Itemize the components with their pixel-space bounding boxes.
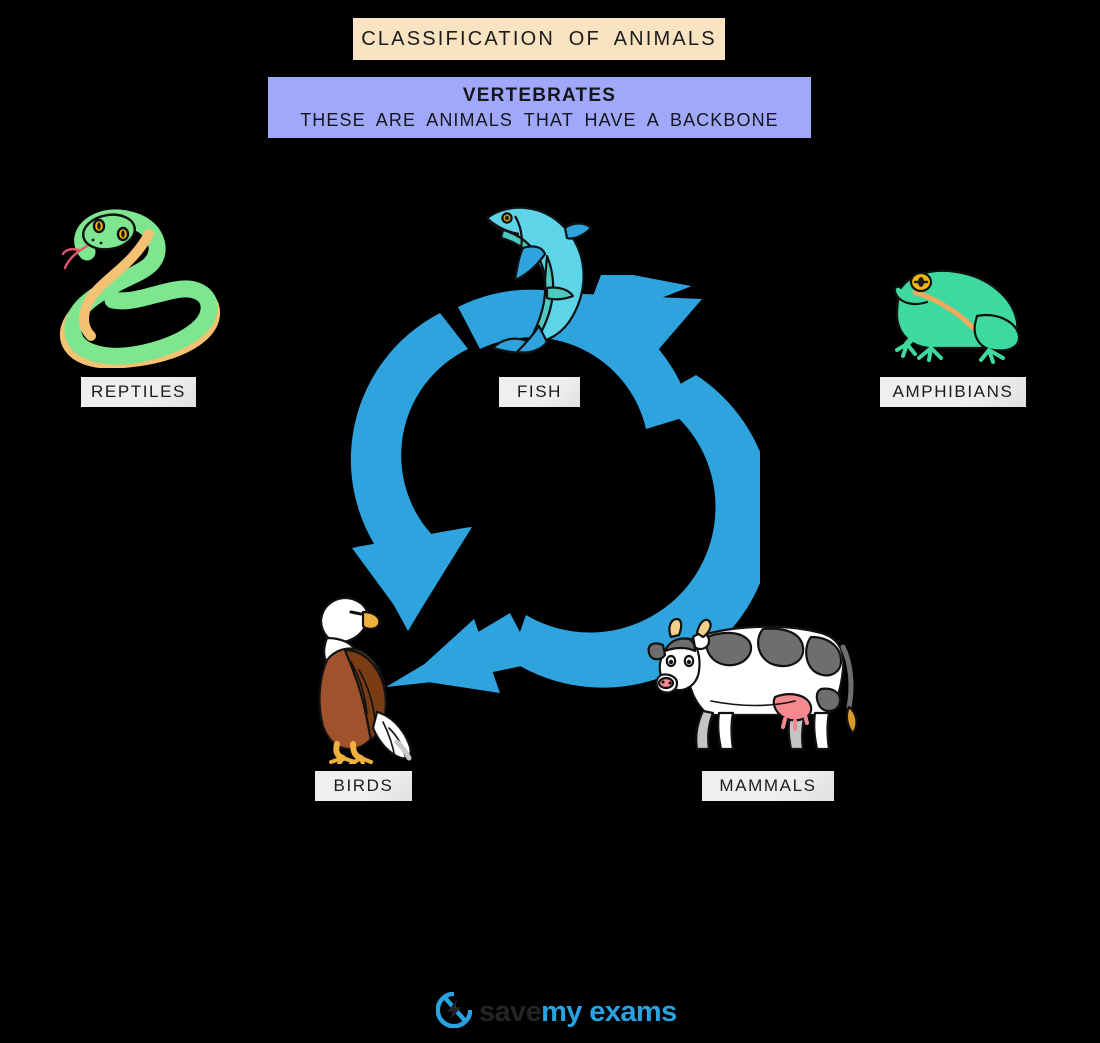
eagle-icon [297, 592, 419, 766]
save-my-exams-bolt-icon [435, 991, 473, 1033]
category-label-reptiles: REPTILES [81, 377, 196, 407]
group-heading: VERTEBRATES [462, 85, 617, 107]
cow-icon [645, 603, 861, 755]
vertebrates-banner: VERTEBRATES THESE ARE ANIMALS THAT HAVE … [268, 77, 811, 138]
chip-text: BIRDS [333, 776, 394, 795]
chip-text: AMPHIBIANS [892, 382, 1014, 401]
chip-text: REPTILES [91, 382, 186, 401]
snake-icon [57, 206, 229, 369]
category-label-mammals: MAMMALS [702, 771, 834, 801]
logo-word-save: save [479, 995, 542, 1028]
category-label-amphibians: AMPHIBIANS [880, 377, 1026, 407]
chip-text: FISH [516, 382, 563, 401]
save-my-exams-logo: savemy exams [435, 991, 677, 1033]
frog-icon [885, 262, 1035, 366]
chip-text: MAMMALS [719, 776, 817, 795]
fish-icon [473, 196, 607, 354]
category-label-birds: BIRDS [315, 771, 412, 801]
recycle-arrows-icon [340, 269, 774, 710]
page-title: CLASSIFICATION OF ANIMALS [361, 27, 717, 50]
logo-word-my-exams: my exams [541, 995, 677, 1028]
page-title-banner: CLASSIFICATION OF ANIMALS [353, 18, 725, 60]
category-label-fish: FISH [499, 377, 580, 407]
group-description: THESE ARE ANIMALS THAT HAVE A BACKBONE [300, 110, 779, 131]
